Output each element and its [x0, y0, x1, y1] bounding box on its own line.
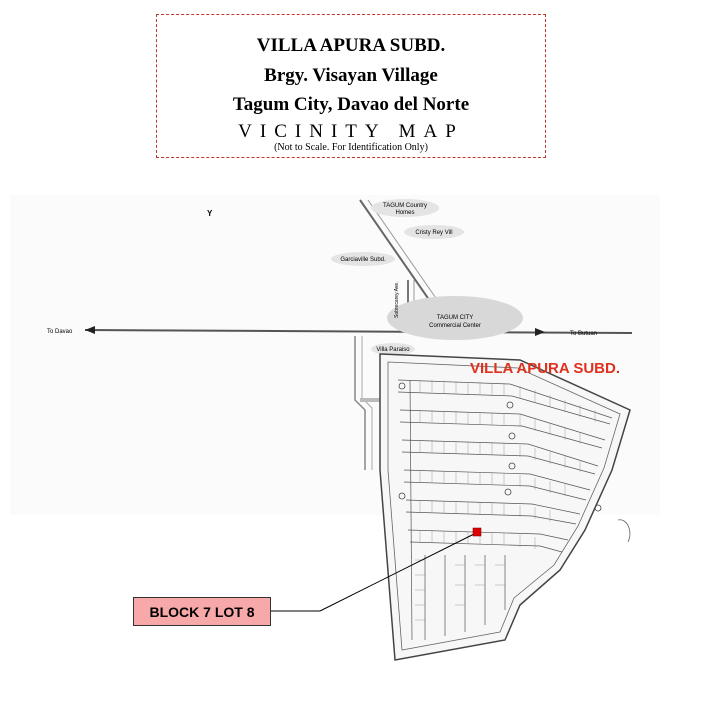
to-butuan-label: To Butuan — [570, 331, 597, 337]
tagum-homes-label: Homes — [395, 210, 414, 216]
subdivision-blocks — [397, 379, 613, 641]
barangay-line: Brgy. Visayan Village — [264, 65, 438, 86]
subdivision-inner-road — [387, 361, 621, 651]
y-mark: Y — [207, 209, 213, 218]
subdivision-label: VILLA APURA SUBD. — [470, 360, 620, 377]
vicinity-map-heading: VICINITY MAP — [238, 121, 464, 142]
access-connector — [360, 398, 394, 402]
left-access-road — [354, 336, 366, 470]
curve-mark — [617, 519, 631, 543]
country-homes-oval — [371, 199, 439, 217]
villa-paraiso-label: Villa Paraiso — [376, 347, 410, 353]
city-line: Tagum City, Davao del Norte — [232, 94, 470, 115]
lot-dividers — [415, 380, 596, 621]
tagum-country-label: TAGUM Country — [383, 203, 427, 209]
left-access-road-edge — [361, 336, 373, 470]
commercial-center-label-1: TAGUM CITY — [437, 315, 474, 321]
to-davao-label: To Davao — [47, 329, 73, 335]
block-markers — [398, 382, 602, 512]
cristy-rey-label: Cristy Rey Vill — [415, 230, 452, 236]
lot-marker — [472, 527, 482, 537]
scale-note: (Not to Scale. For Identification Only) — [274, 142, 428, 153]
commercial-center-label-2: Commercial Center — [429, 323, 481, 329]
commercial-center-area — [387, 296, 523, 340]
title-box: VILLA APURA SUBD. Brgy. Visayan Village … — [156, 14, 546, 158]
arrow-right-icon — [535, 328, 545, 336]
arrow-left-icon — [85, 326, 95, 334]
subdivision-boundary — [379, 353, 631, 661]
lot-label-box: BLOCK 7 LOT 8 — [133, 597, 271, 626]
leader-line-diagonal — [319, 532, 477, 612]
side-road-label: Sobrecarey Ave. — [394, 281, 400, 318]
cristy-rey-oval — [404, 225, 464, 239]
garciaville-label: Garciaville Subd. — [340, 257, 386, 263]
map-title: VILLA APURA SUBD. — [256, 35, 446, 56]
villa-paraiso-oval — [371, 343, 415, 355]
garciaville-oval — [331, 252, 395, 266]
